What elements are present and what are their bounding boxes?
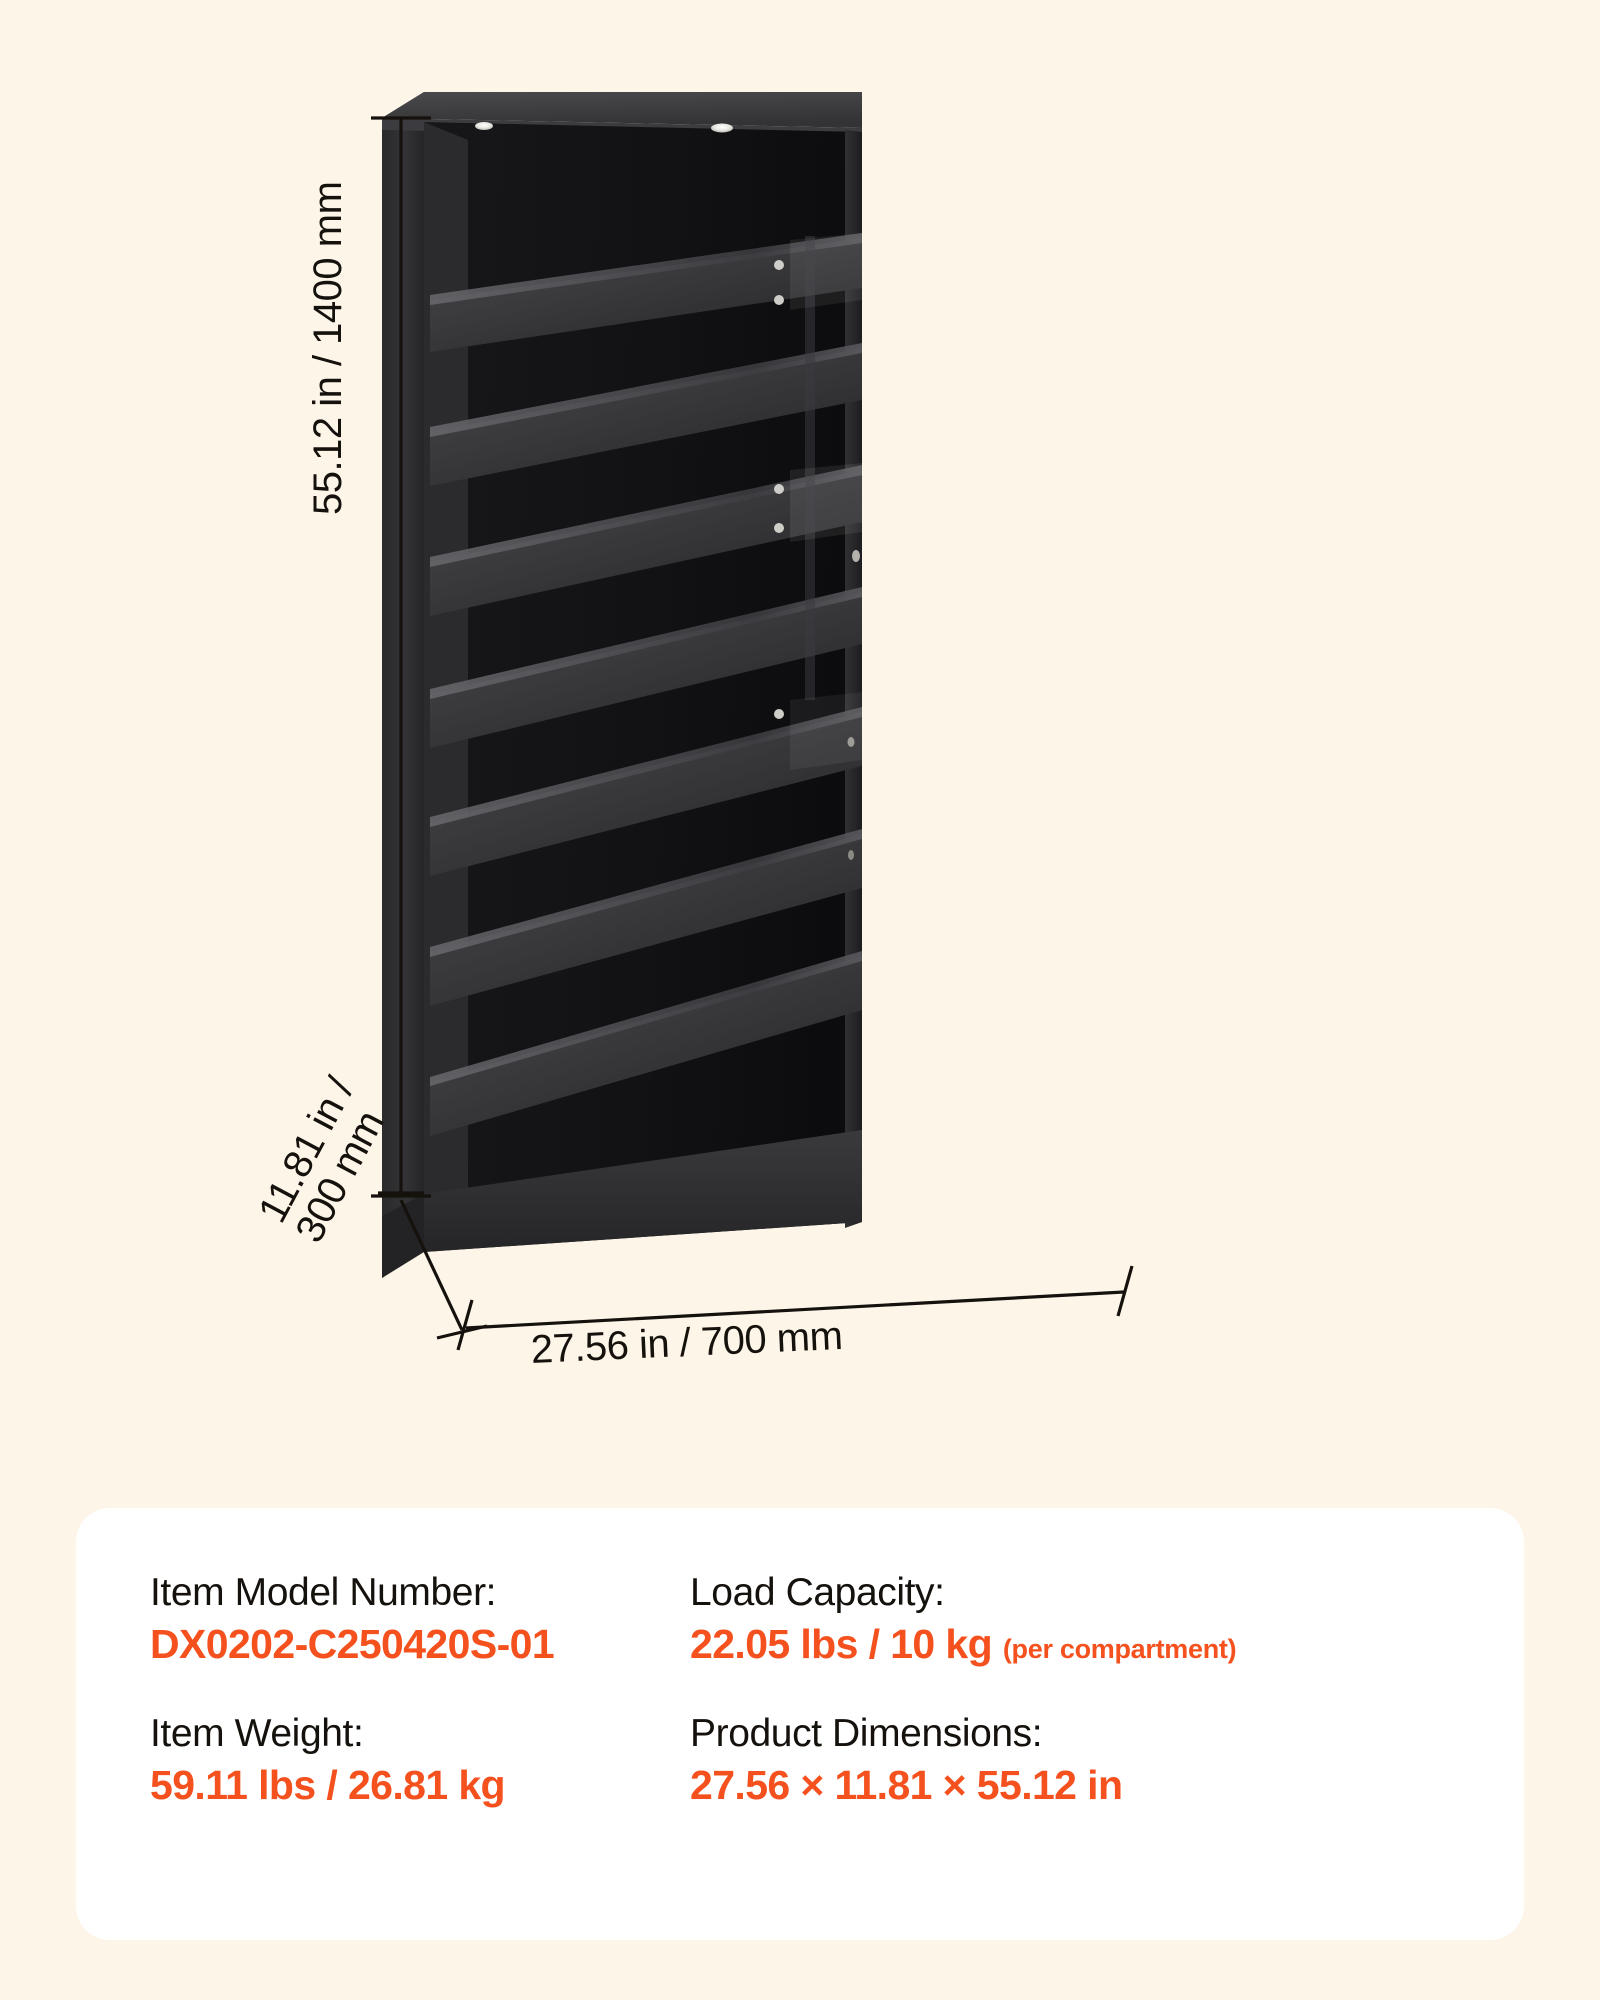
shelf — [430, 829, 862, 1006]
screw-cap — [774, 295, 784, 305]
spec-label: Item Weight: — [150, 1712, 364, 1756]
spec-value-suffix: (per compartment) — [1002, 1634, 1237, 1665]
spec-item-item-weight: Item Weight: 59.11 lbs / 26.81 kg — [114, 1711, 654, 1810]
product-illustration: 55.12 in / 1400 mm 11.81 in / 300 mm 27.… — [250, 92, 1134, 1372]
cabinet-top-panel — [382, 92, 862, 128]
spec-value-text: 27.56 × 11.81 × 55.12 in — [690, 1762, 1123, 1809]
screw-cap — [774, 523, 784, 533]
spec-label: Product Dimensions: — [690, 1712, 1043, 1756]
spec-value-text: DX0202-C250420S-01 — [150, 1621, 555, 1668]
gloss-highlight — [790, 463, 862, 542]
shelf — [430, 343, 862, 486]
spec-value-text: 22.05 lbs / 10 kg — [690, 1621, 993, 1668]
depth-dim-line — [399, 1199, 464, 1331]
shelf-stack — [430, 233, 862, 1136]
specifications-card: Item Model Number: DX0202-C250420S-01 Lo… — [76, 1508, 1524, 1940]
specifications-grid: Item Model Number: DX0202-C250420S-01 Lo… — [114, 1570, 1486, 1810]
shelf — [430, 465, 862, 616]
spec-value: 27.56 × 11.81 × 55.12 in — [690, 1761, 1486, 1810]
screw-cap — [852, 550, 860, 562]
spec-value: 22.05 lbs / 10 kg (per compartment) — [690, 1620, 1486, 1669]
screw-cap — [774, 260, 784, 270]
width-dim-tick-left — [456, 1299, 474, 1351]
cabinet-left-side — [382, 92, 424, 1278]
gloss-highlight — [790, 233, 862, 310]
spec-value-text: 59.11 lbs / 26.81 kg — [150, 1762, 506, 1809]
shelf — [430, 587, 862, 748]
screw-cap — [711, 123, 733, 133]
screw-cap — [774, 709, 784, 719]
height-dimension-label: 55.12 in / 1400 mm — [306, 181, 350, 515]
spec-value: 59.11 lbs / 26.81 kg — [150, 1761, 654, 1810]
shoe-rack-drawing — [371, 92, 1134, 1351]
screw-cap — [774, 484, 784, 494]
spec-item-product-dimensions: Product Dimensions: 27.56 × 11.81 × 55.1… — [654, 1711, 1486, 1810]
shelf — [430, 233, 862, 352]
cabinet-divider — [805, 236, 815, 700]
spec-label: Load Capacity: — [690, 1571, 945, 1614]
cabinet-body — [382, 92, 862, 1278]
width-dim-line — [465, 1290, 1125, 1330]
dimension-lines — [371, 116, 1134, 1351]
spec-value: DX0202-C250420S-01 — [150, 1620, 654, 1669]
cabinet-base-plinth — [424, 1130, 862, 1252]
shelf — [430, 951, 862, 1136]
screw-cap — [848, 850, 854, 860]
gloss-highlight — [790, 692, 862, 770]
cabinet-base-front — [382, 1194, 424, 1278]
spec-item-item-model-number: Item Model Number: DX0202-C250420S-01 — [114, 1570, 654, 1669]
spec-item-load-capacity: Load Capacity: 22.05 lbs / 10 kg (per co… — [654, 1570, 1486, 1669]
shelf — [430, 707, 862, 876]
spec-label: Item Model Number: — [150, 1571, 497, 1614]
width-dim-tick-right — [1116, 1265, 1134, 1317]
screw-cap — [847, 737, 855, 747]
screw-cap — [475, 122, 493, 130]
